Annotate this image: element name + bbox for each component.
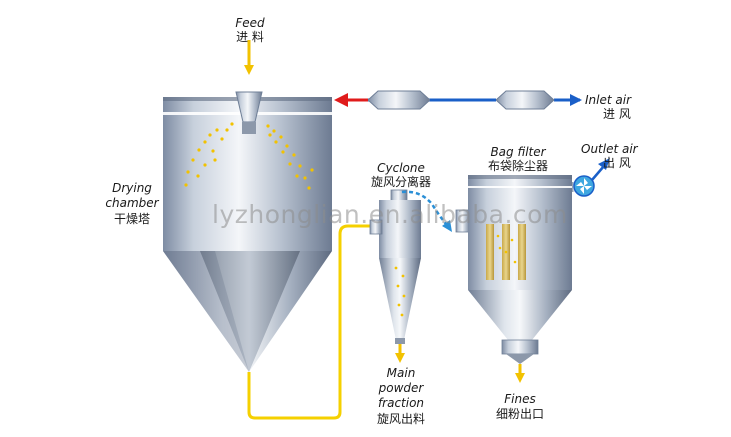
main-powder-label-1: Main	[386, 366, 416, 380]
bag-filter-label-zh: 布袋除尘器	[487, 159, 548, 173]
drying-chamber-label-1: Drying	[112, 181, 152, 195]
exhaust-fan-icon	[573, 175, 595, 197]
fines-label-zh: 细粉出口	[495, 407, 544, 421]
feed-label: Feed	[235, 16, 265, 30]
bag-filter	[455, 175, 580, 364]
cyclone-label: Cyclone	[377, 161, 425, 175]
powder-line	[247, 224, 372, 420]
cyclone	[369, 189, 421, 344]
outlet-air-label: Outlet air	[581, 142, 638, 156]
fines-label: Fines	[504, 392, 536, 406]
outlet-air-label-zh: 出 风	[603, 156, 631, 170]
spray-particles	[184, 122, 314, 190]
bag-filter-particles	[496, 234, 517, 264]
inlet-air-duct	[334, 90, 582, 110]
main-powder-label-2: powder	[378, 381, 424, 395]
drying-chamber	[163, 91, 332, 372]
cyclone-particles	[394, 266, 406, 317]
inlet-air-label-zh: 进 风	[603, 107, 631, 121]
feed-label-zh: 进 料	[236, 30, 264, 44]
watermark: lyzhonglian.en.alibaba.com	[212, 200, 568, 229]
inlet-air-label: Inlet air	[585, 93, 632, 107]
bag-filter-label: Bag filter	[490, 145, 546, 159]
drying-chamber-label-2: chamber	[105, 196, 159, 210]
cyclone-label-zh: 旋风分离器	[370, 175, 431, 189]
drying-chamber-label-zh: 干燥塔	[113, 212, 150, 226]
main-powder-label-3: fraction	[377, 396, 425, 410]
main-powder-label-zh: 旋风出料	[376, 412, 425, 426]
